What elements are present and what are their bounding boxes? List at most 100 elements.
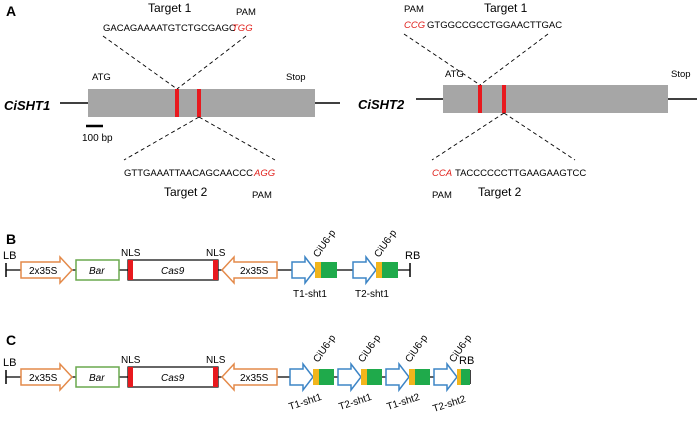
gene1-target1-mark <box>175 89 179 117</box>
gene2-name: CiSHT2 <box>358 97 405 112</box>
gene2-atg: ATG <box>445 69 464 80</box>
panel-b-sgrna1-spacer <box>315 262 321 278</box>
gene1-target1-pam: TGG <box>232 23 253 34</box>
gene2-target2-seq: TACCCCCCTTGAAGAAGTCC <box>455 168 586 179</box>
panel-c-lb: LB <box>3 357 16 369</box>
panel-c-sgrna-label-4: T2-sht2 <box>432 394 468 415</box>
panel-b-u6-label-1: CiU6-p <box>311 228 338 260</box>
gene1-target2-pam-label: PAM <box>252 190 272 201</box>
panel-c-sgrna1-scaffold <box>319 369 334 385</box>
panel-b-cas9: Cas9 <box>161 266 185 277</box>
gene2-target1-title: Target 1 <box>484 1 528 15</box>
gene1-target2-seq: GTTGAAATTAACAGCAACCC <box>124 168 253 179</box>
panel-c-promoter1: 2x35S <box>29 373 58 384</box>
panel-b-promoter2-arrow <box>220 255 278 285</box>
panel-c-sgrna-label-1: T1-sht1 <box>288 392 324 413</box>
gene1-target2-pam: AGG <box>253 168 275 179</box>
panel-c-sgrna4-scaffold <box>461 369 470 385</box>
gene2-target2-pam-label: PAM <box>432 190 452 201</box>
panel-c-sgrna3-scaffold <box>415 369 430 385</box>
panel-b-lb: LB <box>3 250 16 262</box>
gene1-target1-dash-left <box>102 35 178 90</box>
gene2-box <box>443 85 668 113</box>
gene1-target2-dash-left <box>123 116 200 161</box>
panel-b-promoter1-arrow <box>20 255 74 285</box>
panel-c-nls-left: NLS <box>121 355 141 366</box>
panel-c-sgrna-label-2: T2-sht1 <box>338 392 374 413</box>
gene1-target2-title: Target 2 <box>164 185 208 199</box>
gene2-target2-dash-left <box>431 112 505 161</box>
gene1-diagram: CiSHT1 ATG Stop 100 bp Target 1 PAM GACA… <box>4 1 340 201</box>
panel-b-u6-arrow-1 <box>291 254 316 286</box>
panel-c-nls-right: NLS <box>206 355 226 366</box>
panel-c-u6-arrow-3 <box>385 361 410 393</box>
panel-b-nls-left-mark <box>128 260 133 280</box>
panel-c-cas9: Cas9 <box>161 373 185 384</box>
gene2-target1-pam-label: PAM <box>404 4 424 15</box>
gene1-target2-mark <box>197 89 201 117</box>
panel-b-nls-left: NLS <box>121 248 141 259</box>
panel-b-sgrna1-scaffold <box>321 262 337 278</box>
gene1-box <box>88 89 315 117</box>
panel-c-u6-arrow-4 <box>433 361 458 393</box>
panel-c-sgrna3-spacer <box>409 369 415 385</box>
gene2-target2-pam: CCA <box>432 168 452 179</box>
panel-c-u6-label-3: CiU6-p <box>403 333 430 365</box>
panel-b-sgrna2-spacer <box>376 262 382 278</box>
panel-b-bar: Bar <box>89 266 105 277</box>
gene2-target2-dash-right <box>503 112 576 161</box>
panel-c-u6-arrow-2 <box>337 361 362 393</box>
panel-c-promoter2-arrow <box>220 362 278 392</box>
panel-b-u6-label-2: CiU6-p <box>372 228 399 260</box>
gene2-target2-mark <box>502 85 506 113</box>
panel-b-label: B <box>6 231 16 247</box>
gene2-target1-mark <box>478 85 482 113</box>
gene2-target1-dash-left <box>403 33 481 86</box>
panel-b-u6-arrow-2 <box>352 254 377 286</box>
panel-c-sgrna2-spacer <box>361 369 367 385</box>
gene1-target1-pam-label: PAM <box>236 7 256 18</box>
panel-c-sgrna2-scaffold <box>367 369 382 385</box>
panel-c-rb: RB <box>459 355 474 367</box>
panel-b-promoter1: 2x35S <box>29 266 58 277</box>
panel-b-promoter2: 2x35S <box>240 266 269 277</box>
gene1-atg: ATG <box>92 72 111 83</box>
panel-c-sgrna1-spacer <box>313 369 319 385</box>
gene1-stop: Stop <box>286 72 306 83</box>
gene2-target2-title: Target 2 <box>478 185 522 199</box>
panel-c-label: C <box>6 332 16 348</box>
panel-a-label: A <box>6 3 16 19</box>
gene2-target1-dash-right <box>479 33 549 86</box>
gene1-target1-dash-right <box>176 35 247 90</box>
panel-b-sgrna2-scaffold <box>382 262 398 278</box>
panel-c-bar: Bar <box>89 373 105 384</box>
gene2-stop: Stop <box>671 69 691 80</box>
gene2-target1-seq: GTGGCCGCCTGGAACTTGAC <box>427 20 562 31</box>
panel-b-nls-right: NLS <box>206 248 226 259</box>
panel-b-construct: B LB RB 2x35S Bar NLS NLS Cas9 2x35S CiU… <box>3 228 420 300</box>
panel-c-nls-right-mark <box>213 367 218 387</box>
gene2-target1-pam: CCG <box>404 20 425 31</box>
panel-b-bar-box <box>75 259 120 281</box>
panel-c-u6-label-1: CiU6-p <box>311 333 338 365</box>
gene1-target2-dash-right <box>198 116 276 161</box>
gene2-diagram: CiSHT2 ATG Stop PAM Target 1 CCG GTGGCCG… <box>358 1 697 201</box>
panel-c-nls-left-mark <box>128 367 133 387</box>
panel-c-sgrna-label-3: T1-sht2 <box>386 392 422 413</box>
scale-label: 100 bp <box>82 133 113 144</box>
panel-b-sgrna-label-2: T2-sht1 <box>355 289 389 300</box>
panel-c-u6-arrow-1 <box>289 361 314 393</box>
panel-b-rb: RB <box>405 250 420 262</box>
panel-c-u6-label-2: CiU6-p <box>356 333 383 365</box>
panel-c-construct: C LB RB 2x35S Bar NLS NLS Cas9 2x35S CiU… <box>3 332 475 415</box>
panel-b-nls-right-mark <box>213 260 218 280</box>
panel-b-sgrna-label-1: T1-sht1 <box>293 289 327 300</box>
gene1-target1-seq: GACAGAAAATGTCTGCGAGC <box>103 23 236 34</box>
panel-c-promoter1-arrow <box>20 362 74 392</box>
panel-c-promoter2: 2x35S <box>240 373 269 384</box>
gene1-name: CiSHT1 <box>4 98 50 113</box>
panel-c-sgrna4-spacer <box>457 369 461 385</box>
panel-c-bar-box <box>75 366 120 388</box>
gene1-target1-title: Target 1 <box>148 1 192 15</box>
